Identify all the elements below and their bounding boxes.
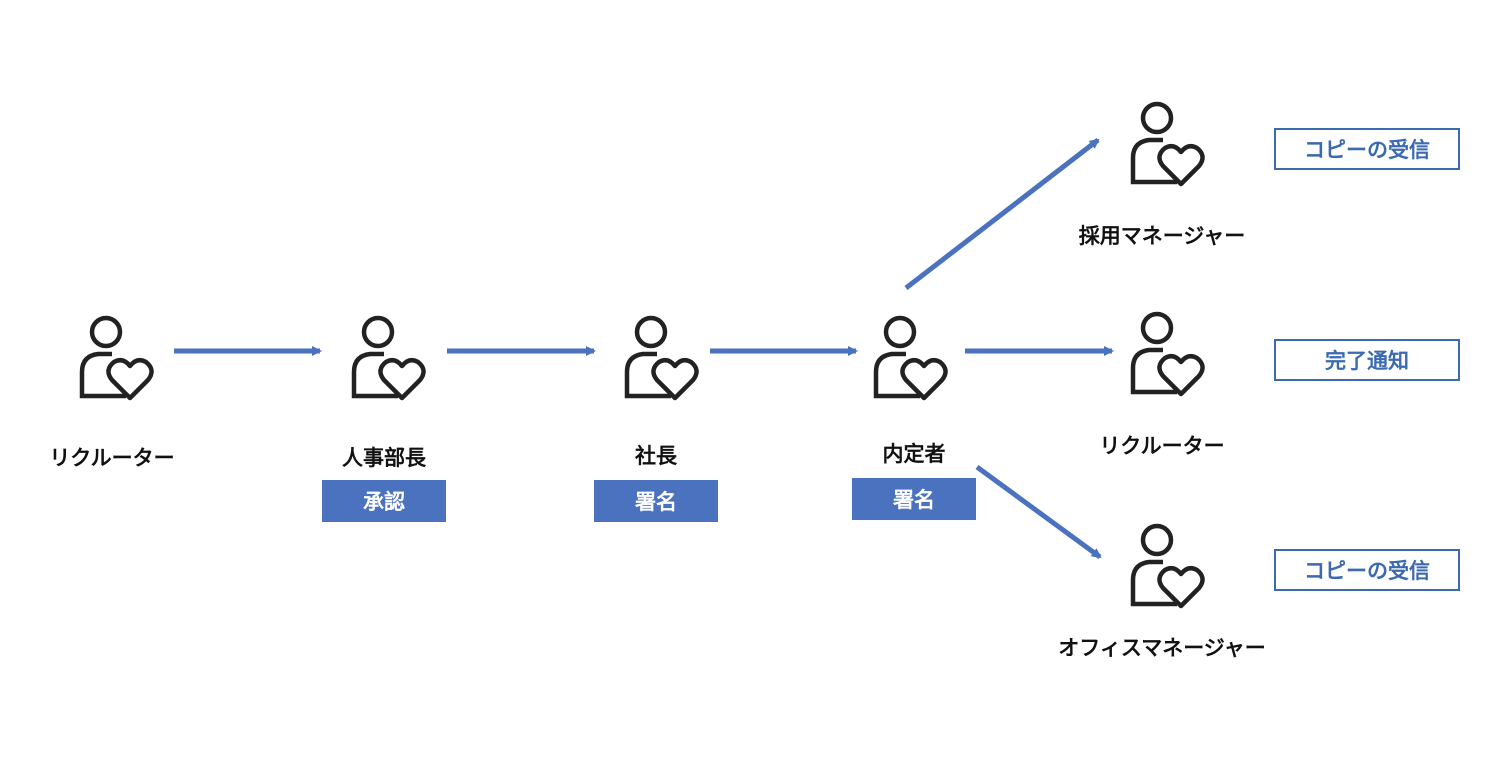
node-label-recruiter-start: リクルーター [49, 446, 175, 470]
note-tag-copy-received-hiring: コピーの受信 [1274, 128, 1460, 170]
action-tag-approve: 承認 [322, 480, 446, 522]
note-tag-copy-received-office: コピーの受信 [1274, 549, 1460, 591]
arrow-offer-to-office-manager [975, 464, 1102, 560]
node-label-offer-recipient: 内定者 [882, 442, 946, 466]
person-heart-icon [348, 310, 428, 410]
node-label-recruiter-end: リクルーター [1099, 434, 1225, 458]
arrow-offer-to-hiring-manager [904, 138, 1100, 290]
action-tag-sign-offer: 署名 [852, 478, 976, 520]
note-tag-completion-notice: 完了通知 [1274, 339, 1460, 381]
person-heart-icon [621, 310, 701, 410]
node-label-president: 社長 [635, 444, 677, 468]
person-heart-icon [1127, 306, 1207, 406]
node-label-office-manager: オフィスマネージャー [1058, 636, 1266, 660]
node-label-hr-manager: 人事部長 [342, 446, 426, 470]
node-label-hiring-manager: 採用マネージャー [1078, 224, 1246, 248]
person-heart-icon [1127, 518, 1207, 618]
action-tag-sign-president: 署名 [594, 480, 718, 522]
person-heart-icon [76, 310, 156, 410]
person-heart-icon [870, 310, 950, 410]
person-heart-icon [1127, 96, 1207, 196]
